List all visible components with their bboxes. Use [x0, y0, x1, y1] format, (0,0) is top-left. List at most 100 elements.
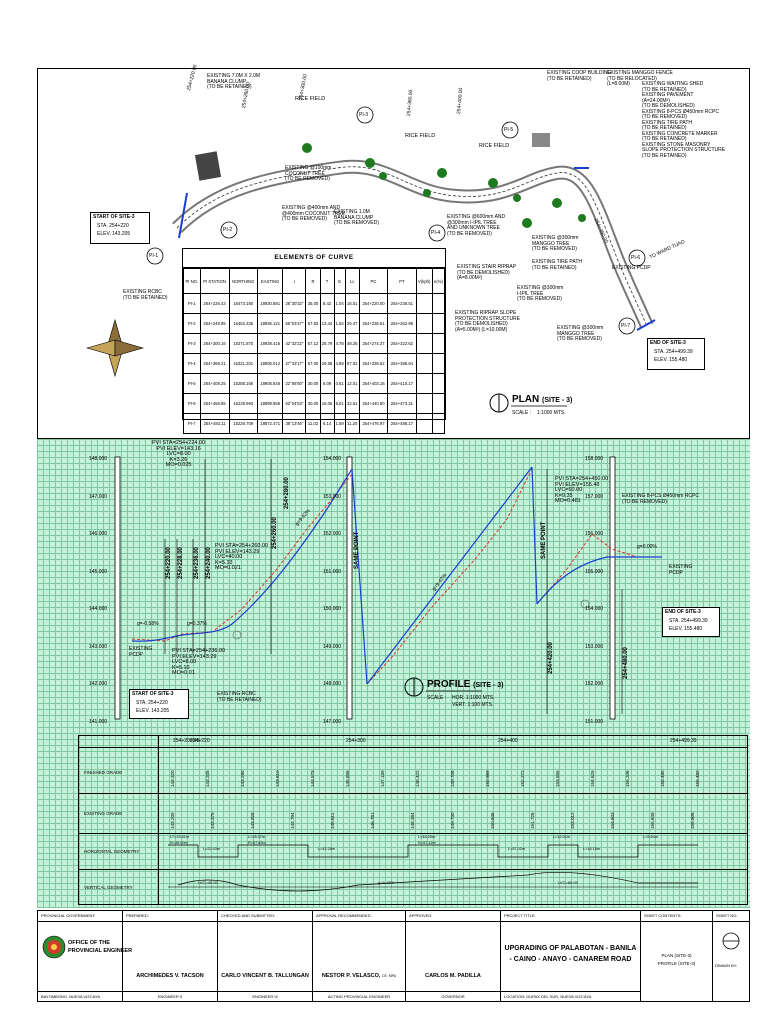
curve-table-cell: 1.54: [333, 313, 346, 334]
elevation-tick-label: 154.000: [585, 606, 604, 612]
pi-6-label: PI-6: [631, 255, 641, 261]
coop-building: [194, 151, 222, 181]
profile-end-box: END OF SITE-3 STA. 254+499.39 ELEV. 155.…: [662, 607, 720, 637]
curve-table-cell: 254+369.21: [199, 353, 230, 374]
curve-table-cell: 8.42: [319, 293, 335, 314]
curve-table-cell: [415, 313, 433, 334]
curve-table-cell: 254+274.37: [358, 333, 389, 354]
band-vertical-label: LVC=60.00: [558, 880, 578, 885]
plan-scale-value: 1:1000 MTS.: [537, 410, 566, 416]
curve-table-header: Lc: [344, 268, 360, 294]
band-station-label: 254+499.39: [670, 738, 697, 744]
curve-table-cell: 1.04: [333, 293, 346, 314]
curve-table-cell: 18905.846: [256, 373, 284, 394]
match-line-1: [351, 468, 368, 685]
curve-table-cell: 16226.709: [228, 413, 258, 434]
start-marker: [178, 192, 188, 239]
curve-table-cell: [431, 373, 446, 394]
profile-scale-hor: HOR. 1:1000 MTS.: [452, 695, 495, 701]
curve-table-cell: 5.01: [333, 393, 346, 414]
band-horizontal-label: L=12.01m: [553, 835, 570, 839]
curve-table-header: PI STATION: [199, 268, 230, 294]
curve-table-cell: 16371.870: [228, 333, 258, 354]
curve-table-cell: PI-3: [183, 333, 201, 354]
curve-table-cell: 254+339.62: [358, 353, 389, 374]
pi-markers: [146, 106, 646, 335]
tb-recommended: APPROVAL RECOMMENDED : NESTOR P. VELASCO…: [313, 911, 406, 1001]
match-line-2: [531, 466, 538, 605]
curve-table-cell: 32.51: [344, 393, 360, 414]
curve-table-cell: 254+228.43: [199, 293, 230, 314]
curve-table-cell: 62°04'53": [282, 393, 307, 414]
band-geometry: [168, 844, 698, 892]
waiting-shed: [532, 133, 550, 147]
curve-table-cell: 4.89: [333, 353, 346, 374]
curve-table-cell: 254+220.00: [358, 293, 389, 314]
tb-sheet: SHEET NO: DRAWN BY:: [713, 911, 749, 1001]
vertical-station-label: 254+228.00: [178, 547, 184, 579]
note-ipil: EXISTING @600mm AND @300mm I-IPIL TREE A…: [447, 214, 506, 237]
curve-table-cell: PI-6: [183, 393, 201, 414]
curve-table-cell: 35.00: [305, 293, 321, 314]
curve-table-cell: 254+440.80: [358, 393, 389, 414]
trees: [302, 143, 586, 228]
elevation-tick-label: 147.000: [89, 493, 108, 500]
note-right-list: EXISTING WAITING SHED (TO BE RETAINED) E…: [642, 81, 726, 159]
curve-table-cell: 29.58: [319, 353, 335, 374]
curve-table-cell: 57.12: [305, 333, 321, 354]
curve-table-cell: 18872.471: [256, 413, 284, 434]
plan-view: PI-1 PI-2 PI-3 PI-4 PI-5 PI-6 PI-7 254+2…: [37, 64, 750, 438]
band-label-vertical: VERTICAL GEOMETRY: [84, 885, 133, 890]
existing-grade-right: [536, 533, 662, 605]
note-banana: EXISTING 7.0M X 2.0M BANANA CLUMP (TO BE…: [207, 73, 261, 90]
curve-table-cell: 56°03'47": [282, 313, 307, 334]
band-label-finished: FINISHED GRADE: [84, 770, 123, 775]
curve-table-cell: 57.00: [305, 353, 321, 374]
note-stair: EXISTING STAIR RIPRAP (TO BE DEMOLISHED)…: [457, 264, 517, 281]
elevation-tick-label: 151.000: [323, 568, 342, 575]
curve-table-cell: 57.83: [305, 313, 321, 334]
note-tire-1: EXISTING TIRE PATH (TO BE RETAINED): [532, 259, 583, 271]
elevation-tick-label: 151.000: [585, 718, 604, 725]
curve-table-cell: PI-1: [183, 293, 201, 314]
curve-table-header: I: [282, 268, 307, 294]
profile-drawing: [114, 456, 662, 720]
curve-table-cell: PI-5: [183, 373, 201, 394]
elevation-tick-label: 146.000: [89, 531, 108, 537]
tb-prepared: PREPARED: ARCHIMEDES V. TACSON ENGINEER …: [123, 911, 218, 1001]
curve-table-cell: 254+300.16: [199, 333, 230, 354]
pvi-3-note: PVI STA=254+236.00 PVI ELEV=143.29 LVC=8…: [172, 648, 226, 676]
band-horizontal-label: L=48.25m R=57.12m: [418, 835, 436, 845]
band-vertical-label: LVC=40.00: [198, 880, 218, 885]
curve-table-cell: 30.00: [305, 373, 321, 394]
curve-table-cell: 254+236.51: [358, 313, 389, 334]
curve-table-cell: 22°56'50": [282, 373, 307, 394]
band-station-label: 254+220: [190, 738, 210, 744]
band-vertical-label: g=9.42%: [378, 880, 394, 885]
note-rcbc-start: EXISTING RCBC (TO BE RETAINED): [123, 289, 168, 301]
curve-table-title: ELEMENTS OF CURVE: [183, 249, 445, 268]
tb-checked: CHECKED AND SUBMITTED: CARLO VINCENT B. …: [218, 911, 313, 1001]
note-rice-3: RICE FIELD: [479, 143, 510, 149]
curve-table-cell: 26°30'32": [282, 293, 307, 314]
curve-table-cell: 254+409.25: [199, 373, 230, 394]
vertical-station-label: 254+240.00: [206, 547, 212, 579]
curve-table-cell: [415, 293, 433, 314]
note-rice-1: RICE FIELD: [295, 96, 326, 102]
vertical-station-label: 254+420.00: [548, 642, 554, 674]
tb-provincial-govt: PROVINCIAL GOVERNMENT: OFFICE OF THE PRO…: [38, 911, 132, 1001]
curve-table-cell: [415, 353, 433, 374]
curve-table-cell: 26.47: [344, 313, 360, 334]
title-block: PROVINCIAL GOVERNMENT: OFFICE OF THE PRO…: [37, 910, 750, 1002]
note-mango-2: EXISTING @300mm MANGGO TREE (TO BE REMOV…: [557, 325, 604, 342]
curve-table-cell: 254+249.95: [199, 313, 230, 334]
vertical-station-label: 254+236.00: [194, 547, 200, 579]
curve-table-cell: 30.00: [305, 393, 321, 414]
curve-table-cell: 16473.180: [228, 293, 258, 314]
curve-table-cell: 6.14: [319, 413, 335, 434]
pcdp-left-note: EXISTING PCDP: [129, 646, 153, 658]
